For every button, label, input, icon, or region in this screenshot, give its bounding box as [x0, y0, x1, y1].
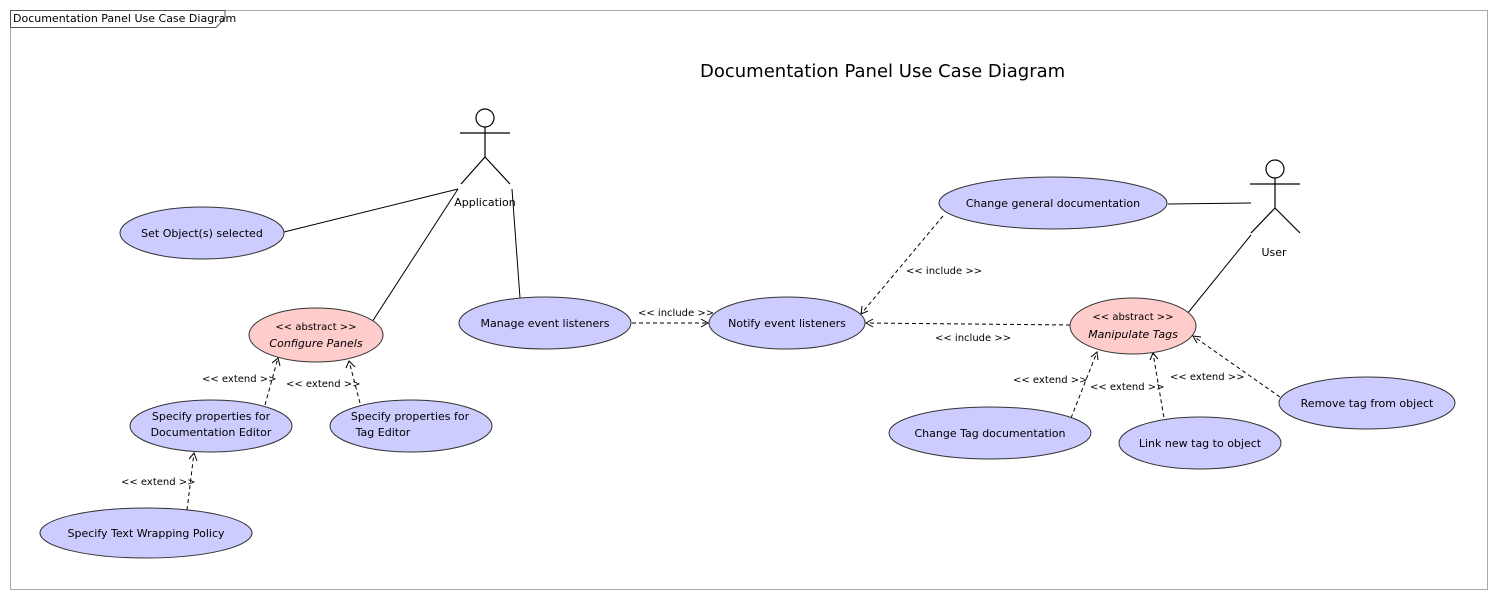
label-include-change-general: << include >>: [906, 266, 982, 277]
assoc-application-manage-listeners: [511, 188, 521, 299]
arrowhead: [188, 452, 198, 462]
use-case-label-line1: Specify properties for: [152, 410, 271, 423]
use-case-manipulate-tags[interactable]: << abstract >> Manipulate Tags: [1069, 297, 1197, 355]
label-include-manage-notify: << include >>: [638, 308, 714, 319]
use-case-label: Configure Panels: [269, 337, 362, 350]
dep-extend-tag-editor: [348, 360, 361, 404]
actor-right-leg: [484, 156, 511, 185]
use-case-specify-tag-editor[interactable]: Specify properties for Tag Editor: [329, 399, 493, 453]
use-case-specify-text-wrapping[interactable]: Specify Text Wrapping Policy: [39, 507, 253, 559]
dep-extend-remove-tag: [1192, 335, 1281, 398]
use-case-change-general-documentation[interactable]: Change general documentation: [938, 176, 1168, 230]
use-case-label: Manipulate Tags: [1088, 328, 1178, 341]
use-case-configure-panels[interactable]: << abstract >> Configure Panels: [248, 307, 384, 363]
arrowhead: [345, 360, 356, 369]
arrowhead: [864, 318, 874, 328]
use-case-link-new-tag[interactable]: Link new tag to object: [1118, 416, 1282, 470]
use-case-label: Specify Text Wrapping Policy: [67, 527, 225, 540]
actor-head: [1265, 159, 1285, 179]
dep-include-manipulate: [865, 322, 1071, 326]
assoc-application-set-objects: [283, 188, 459, 233]
dep-include-change-general: [860, 215, 944, 315]
actor-application-label: Application: [454, 196, 515, 209]
label-extend-tag-editor: << extend >>: [286, 379, 361, 390]
label-include-manipulate: << include >>: [935, 333, 1011, 344]
frame-label: Documentation Panel Use Case Diagram: [13, 12, 237, 25]
use-case-change-tag-documentation[interactable]: Change Tag documentation: [888, 406, 1092, 460]
arrowhead: [271, 357, 281, 367]
dep-extend-change-tag: [1070, 351, 1098, 419]
use-case-label: Set Object(s) selected: [141, 227, 263, 240]
actor-application: Application: [454, 108, 516, 209]
frame-tab-shape: [10, 10, 226, 28]
arrowhead: [1192, 335, 1202, 344]
use-case-label: Change general documentation: [966, 197, 1140, 210]
use-case-specify-doc-editor[interactable]: Specify properties for Documentation Edi…: [129, 399, 293, 453]
use-case-label: Manage event listeners: [481, 317, 610, 330]
use-case-manage-event-listeners[interactable]: Manage event listeners: [458, 296, 632, 350]
use-case-remove-tag[interactable]: Remove tag from object: [1278, 376, 1456, 430]
use-case-stereotype: << abstract >>: [275, 322, 356, 333]
use-case-label: Notify event listeners: [728, 317, 846, 330]
diagram-title: Documentation Panel Use Case Diagram: [700, 61, 1066, 82]
assoc-user-change-general: [1167, 202, 1252, 205]
dep-extend-text-wrapping: [186, 452, 195, 511]
label-extend-text-wrapping: << extend >>: [121, 477, 196, 488]
use-case-label-line2: Documentation Editor: [151, 426, 272, 439]
use-case-label: Change Tag documentation: [914, 427, 1065, 440]
use-case-label: Link new tag to object: [1139, 437, 1262, 450]
use-case-label-line2: Tag Editor: [355, 426, 411, 439]
assoc-user-manipulate-tags: [1186, 234, 1252, 315]
arrowhead: [1090, 351, 1099, 361]
dep-extend-link-tag: [1152, 352, 1166, 425]
actor-right-leg: [1274, 207, 1301, 234]
actor-left-leg: [1250, 207, 1276, 234]
use-case-set-objects-selected[interactable]: Set Object(s) selected: [119, 206, 285, 260]
use-case-label-line1: Specify properties for: [351, 410, 470, 423]
use-case-notify-event-listeners[interactable]: Notify event listeners: [708, 296, 866, 350]
label-extend-doc-editor: << extend >>: [202, 374, 277, 385]
actor-left-leg: [460, 156, 486, 185]
use-case-stereotype: << abstract >>: [1092, 312, 1173, 323]
label-extend-remove-tag: << extend >>: [1170, 372, 1245, 383]
label-extend-link-tag: << extend >>: [1090, 382, 1165, 393]
use-case-label: Remove tag from object: [1301, 397, 1434, 410]
diagram-frame: [10, 10, 1488, 590]
assoc-application-configure-panels: [371, 188, 459, 323]
actor-user-label: User: [1261, 246, 1287, 259]
dep-extend-doc-editor: [264, 357, 279, 406]
actor-user: User: [1250, 159, 1301, 259]
actor-head: [475, 108, 495, 128]
label-extend-change-tag: << extend >>: [1013, 375, 1088, 386]
arrowhead: [700, 318, 710, 328]
